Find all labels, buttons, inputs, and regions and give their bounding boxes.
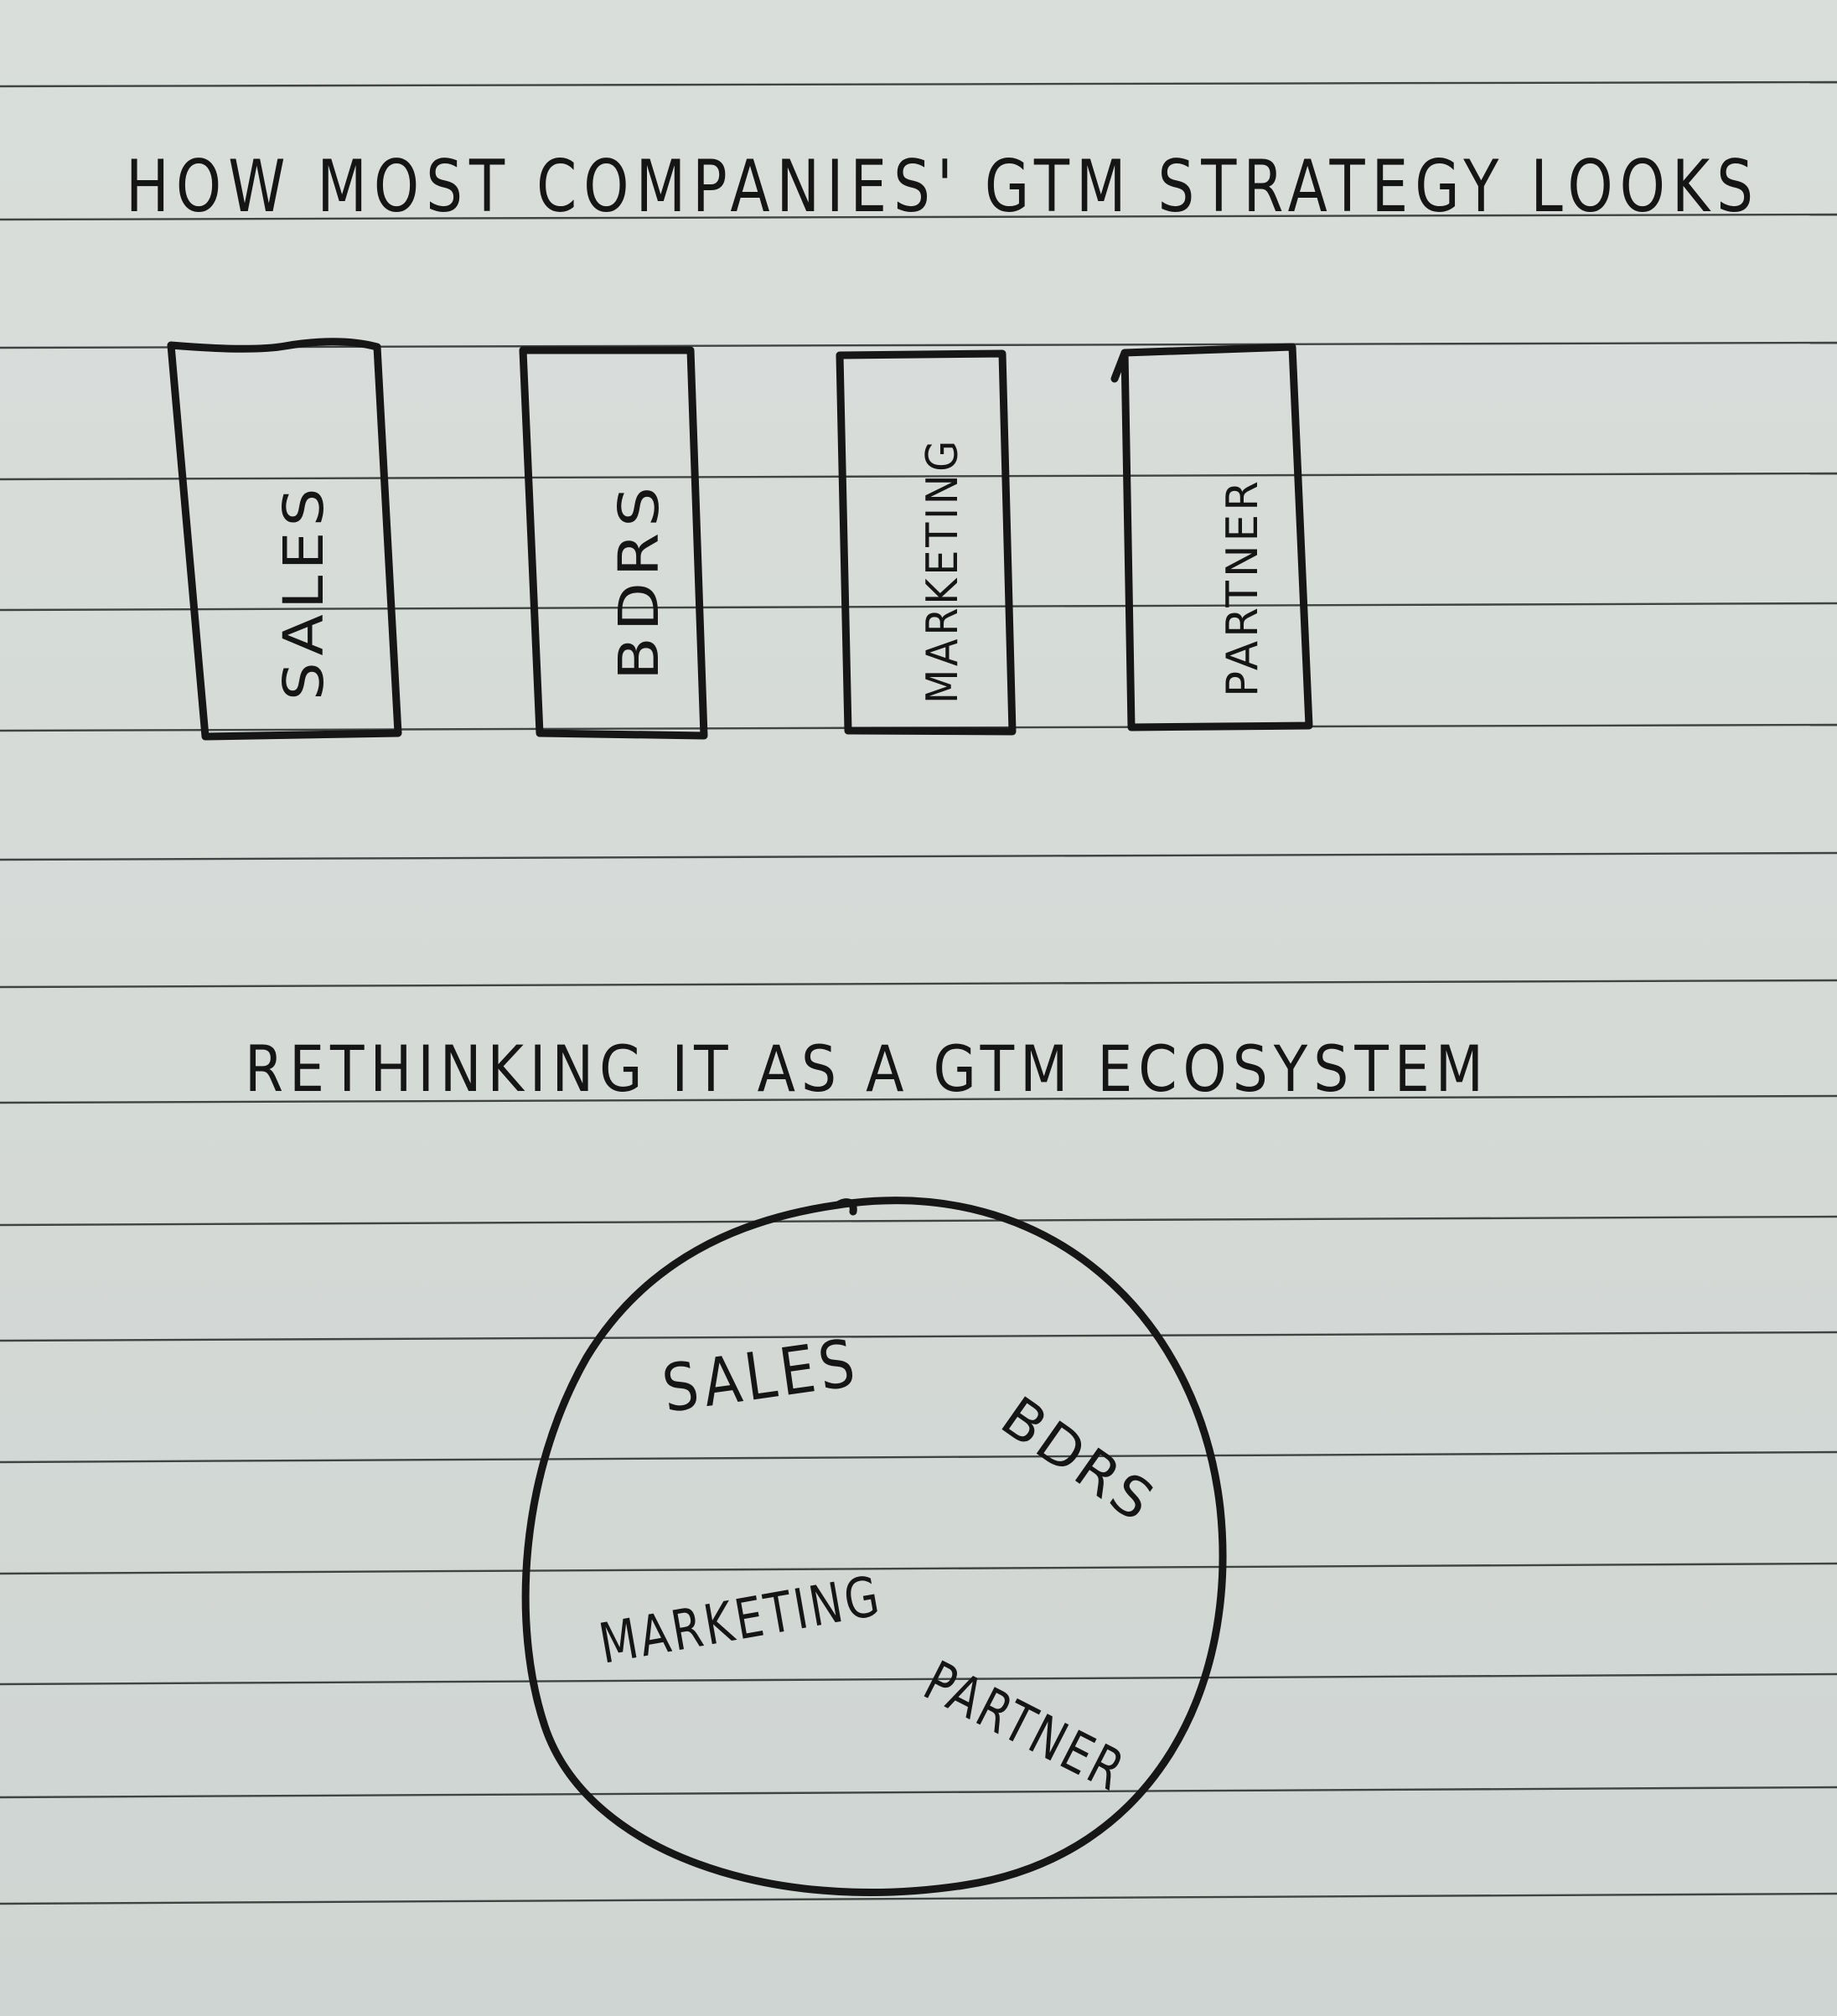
ruled-line bbox=[0, 1215, 1837, 1227]
silo-label: MARKETING bbox=[918, 437, 968, 704]
heading-ecosystem: RETHINKING IT AS A GTM ECOSYSTEM bbox=[245, 1031, 1489, 1106]
ruled-line bbox=[0, 1562, 1837, 1575]
silo-label: BDRS bbox=[607, 481, 671, 680]
ruled-line bbox=[0, 1450, 1837, 1464]
ruled-line bbox=[0, 1094, 1837, 1104]
ruled-line bbox=[0, 213, 1837, 221]
silo-box bbox=[1110, 343, 1313, 731]
ruled-line bbox=[0, 80, 1837, 88]
ecosystem-label-bdrs: BDRS bbox=[990, 1384, 1167, 1536]
ruled-line bbox=[0, 1672, 1837, 1686]
silo-label: SALES bbox=[272, 483, 336, 700]
ruled-line bbox=[0, 472, 1837, 481]
silo-partner: PARTNER bbox=[1110, 343, 1313, 731]
ruled-line bbox=[0, 602, 1837, 612]
ruled-line bbox=[0, 1786, 1837, 1799]
heading-silos: HOW MOST COMPANIES' GTM STRATEGY LOOKS bbox=[126, 145, 1760, 229]
silo-box bbox=[519, 346, 708, 740]
ecosystem-circle-group: SALES BDRS MARKETING PARTNER bbox=[521, 1197, 1227, 1896]
ruled-line bbox=[0, 1892, 1837, 1905]
ecosystem-label-sales: SALES bbox=[658, 1326, 863, 1428]
silo-box bbox=[167, 338, 402, 741]
silo-sales: SALES bbox=[167, 338, 402, 741]
ecosystem-label-partner: PARTNER bbox=[914, 1649, 1136, 1805]
ruled-line bbox=[0, 979, 1837, 989]
silo-label: PARTNER bbox=[1218, 478, 1268, 697]
silo-marketing: MARKETING bbox=[836, 349, 1017, 736]
ruled-line bbox=[0, 851, 1837, 861]
ecosystem-circle bbox=[521, 1197, 1227, 1896]
silo-bdrs: BDRS bbox=[519, 346, 708, 740]
ruled-line bbox=[0, 1331, 1837, 1342]
ecosystem-label-marketing: MARKETING bbox=[594, 1564, 886, 1677]
silo-box bbox=[836, 349, 1017, 736]
